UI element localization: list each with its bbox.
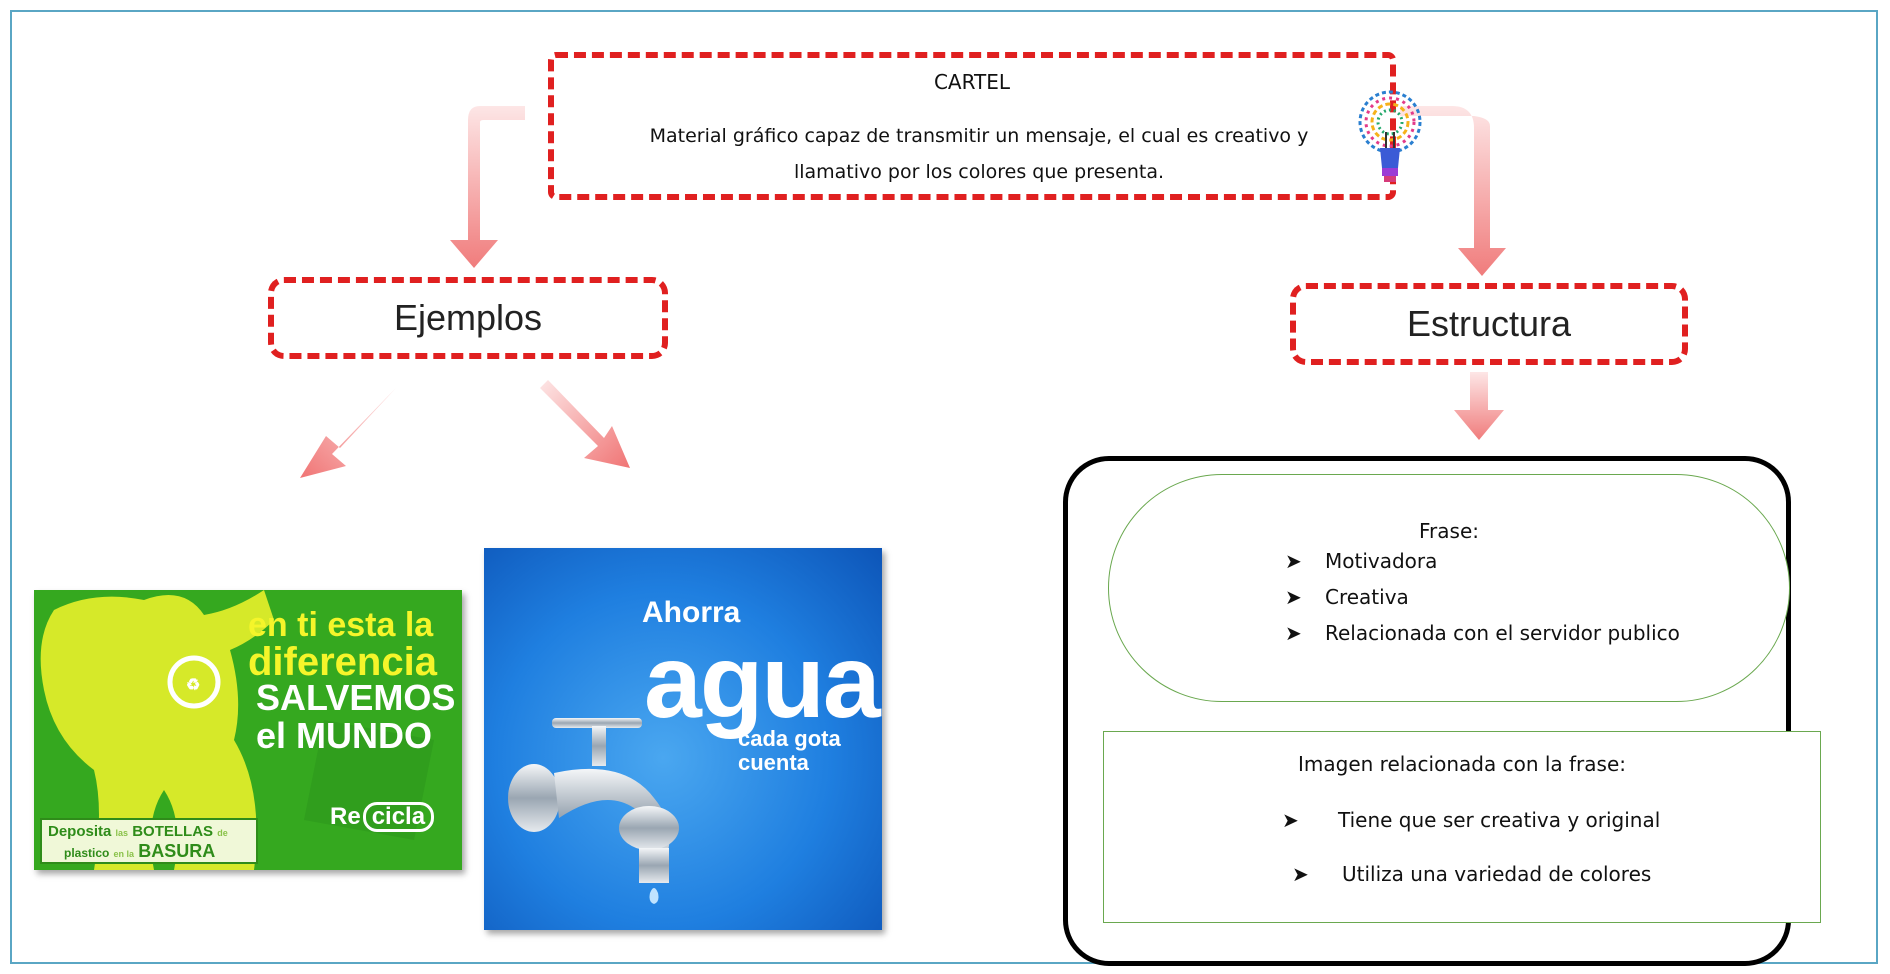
frase-item-relacionada: Relacionada con el servidor publico <box>1325 621 1680 645</box>
imagen-item-creativa: Tiene que ser creativa y original <box>1338 808 1661 832</box>
poster-blue-water: Ahorra agua cada gota cuenta <box>484 548 882 930</box>
superhero-silhouette-icon: ♻ <box>40 590 434 870</box>
poster-green-recicla-re: Re <box>330 803 361 830</box>
arrow-bullet-icon: ➤ <box>1285 549 1302 573</box>
arrow-bullet-icon: ➤ <box>1292 862 1309 886</box>
poster-green-line2: diferencia <box>248 640 437 684</box>
list-item: ➤ Relacionada con el servidor publico <box>1285 621 1680 645</box>
faucet-icon <box>508 718 679 904</box>
poster-green-de: de <box>217 828 228 838</box>
list-item: ➤ Motivadora <box>1285 549 1437 573</box>
poster-green-line4: el MUNDO <box>256 715 433 756</box>
list-item: ➤ Utiliza una variedad de colores <box>1292 862 1651 886</box>
imagen-title: Imagen relacionada con la frase: <box>1297 752 1627 776</box>
ejemplos-box: Ejemplos <box>268 277 668 359</box>
poster-green-deposita-line: Deposita las BOTELLAS de <box>48 824 228 839</box>
poster-green-en-la: en la <box>113 849 135 859</box>
frase-item-creativa: Creativa <box>1325 585 1409 609</box>
cartel-description: Material gráfico capaz de transmitir un … <box>594 118 1364 190</box>
poster-green-line3: SALVEMOS <box>256 677 456 718</box>
poster-green-recicla-cicla: cicla <box>362 802 435 832</box>
frase-item-motivadora: Motivadora <box>1325 549 1438 573</box>
frase-title: Frase: <box>1419 519 1479 543</box>
estructura-box: Estructura <box>1290 283 1688 365</box>
poster-green-plastico: plastico <box>64 846 110 860</box>
svg-text:♻: ♻ <box>186 677 200 694</box>
imagen-list: ➤ Tiene que ser creativa y original ➤ Util… <box>1282 808 1782 908</box>
cartel-description-line2: llamativo por los colores que presenta. <box>793 161 1165 183</box>
poster-green-line1: en ti esta la <box>248 606 434 644</box>
poster-green-basura: BASURA <box>138 841 216 861</box>
poster-blue-agua: agua <box>644 624 881 740</box>
estructura-label: Estructura <box>1406 303 1572 344</box>
arrow-ejemplos-to-poster-green <box>300 388 396 478</box>
lightbulb-icon <box>1358 90 1422 182</box>
poster-blue-ahorra: Ahorra <box>642 596 741 629</box>
poster-green-botellas: BOTELLAS <box>132 823 214 840</box>
poster-green-deposita: Deposita <box>48 823 112 840</box>
ejemplos-label: Ejemplos <box>393 297 543 338</box>
poster-green-recycle: ♻ en ti esta la diferencia SALVEMOS el M… <box>34 590 462 870</box>
arrow-cartel-to-estructura <box>1400 106 1506 276</box>
frase-oval: Frase: ➤ Motivadora ➤ Creativa ➤ Relacionad… <box>1108 474 1790 702</box>
arrow-bullet-icon: ➤ <box>1282 808 1299 832</box>
imagen-item-colores: Utiliza una variedad de colores <box>1342 862 1652 886</box>
poster-green-las: las <box>115 828 129 838</box>
cartel-title: CARTEL <box>933 70 1011 94</box>
arrow-ejemplos-to-poster-blue <box>540 380 630 468</box>
arrow-estructura-to-structure <box>1454 372 1504 440</box>
arrow-cartel-to-ejemplos <box>450 106 525 268</box>
cartel-description-line1: Material gráfico capaz de transmitir un … <box>649 125 1309 147</box>
poster-blue-cada-gota: cada gota <box>738 726 841 751</box>
arrow-bullet-icon: ➤ <box>1285 621 1302 645</box>
poster-green-basura-line: plastico en la BASURA <box>64 842 215 860</box>
poster-green-banner: Deposita las BOTELLAS de plastico en la … <box>40 818 258 864</box>
list-item: ➤ Tiene que ser creativa y original <box>1282 808 1660 832</box>
list-item: ➤ Creativa <box>1285 585 1409 609</box>
frase-list: ➤ Motivadora ➤ Creativa ➤ Relacionada con e… <box>1285 549 1745 669</box>
poster-blue-cuenta: cuenta <box>738 750 809 775</box>
imagen-box: Imagen relacionada con la frase: ➤ Tiene … <box>1103 731 1821 923</box>
arrow-bullet-icon: ➤ <box>1285 585 1302 609</box>
cartel-definition-box: CARTEL Material gráfico capaz de transmi… <box>548 52 1396 200</box>
